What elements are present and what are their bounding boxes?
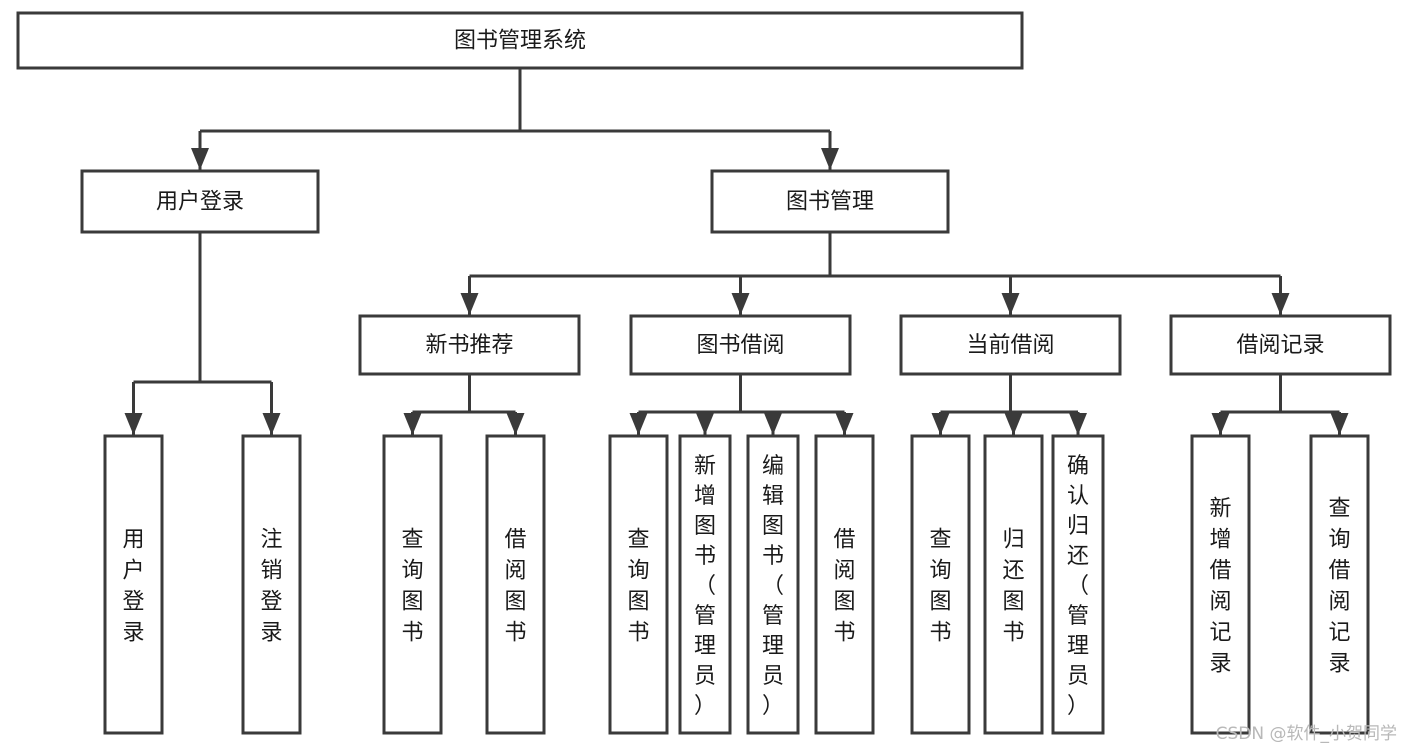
node-box [1309, 434, 1370, 735]
arrow-head-icon [1271, 293, 1290, 315]
arrow-head-icon [821, 148, 839, 170]
arrow-head-icon [629, 413, 648, 435]
node-box [608, 434, 669, 735]
node-leaf-6[interactable]: 编辑图书（管理员） [746, 434, 800, 735]
node-leaf-2[interactable]: 查询图书 [382, 434, 443, 735]
arrow-head-icon [124, 413, 143, 435]
arrow-head-icon [1004, 413, 1023, 435]
node-label: 查询图书 [627, 528, 649, 646]
arrow-head-icon [506, 413, 525, 435]
arrow-head-icon [731, 293, 750, 315]
watermark-text: CSDN @软件_小贺同学 [1215, 724, 1397, 744]
node-label: 当前借阅 [966, 333, 1054, 358]
node-leaf-11[interactable]: 新增借阅记录 [1190, 434, 1251, 735]
arrow-head-icon [696, 413, 714, 435]
arrow-head-icon [931, 413, 950, 435]
node-label: 图书管理系统 [454, 29, 586, 54]
node-box [103, 434, 164, 735]
arrow-head-icon [1211, 413, 1230, 435]
node-leaf-9[interactable]: 归还图书 [983, 434, 1044, 735]
node-box [814, 434, 875, 735]
arrow-head-icon [835, 413, 854, 435]
node-box [1190, 434, 1251, 735]
node-box [382, 434, 443, 735]
node-l2-0[interactable]: 用户登录 [80, 169, 320, 234]
node-box [485, 434, 546, 735]
node-label: 查询借阅记录 [1328, 497, 1350, 677]
node-box [80, 169, 320, 234]
arrow-head-icon [1001, 293, 1020, 315]
node-label: 查询图书 [929, 528, 951, 646]
node-box [358, 314, 581, 376]
node-label: 新增图书（管理员） [694, 454, 716, 719]
arrow-head-icon [1330, 413, 1349, 435]
node-label: 用户登录 [122, 528, 144, 646]
node-label: 借阅图书 [833, 528, 855, 646]
node-box [16, 11, 1024, 70]
node-l2-1[interactable]: 图书管理 [710, 169, 950, 234]
node-label: 图书管理 [786, 190, 874, 215]
node-label: 查询图书 [401, 528, 423, 646]
node-l3-1[interactable]: 图书借阅 [629, 314, 852, 376]
node-box [899, 314, 1122, 376]
node-layer: 图书管理系统用户登录图书管理新书推荐图书借阅当前借阅借阅记录用户登录注销登录查询… [16, 11, 1392, 735]
node-leaf-8[interactable]: 查询图书 [910, 434, 971, 735]
connector-layer [124, 68, 1349, 435]
node-leaf-5[interactable]: 新增图书（管理员） [678, 434, 732, 735]
node-label: 用户登录 [156, 190, 244, 215]
arrow-head-icon [764, 413, 782, 435]
node-l3-3[interactable]: 借阅记录 [1169, 314, 1392, 376]
arrow-head-icon [191, 148, 209, 170]
node-box [1169, 314, 1392, 376]
arrow-head-icon [403, 413, 422, 435]
node-leaf-1[interactable]: 注销登录 [241, 434, 302, 735]
node-label: 图书借阅 [696, 333, 784, 358]
node-leaf-4[interactable]: 查询图书 [608, 434, 669, 735]
node-label: 编辑图书（管理员） [762, 454, 784, 719]
node-label: 确认归还（管理员） [1067, 454, 1089, 719]
arrow-head-icon [1069, 413, 1087, 435]
node-leaf-0[interactable]: 用户登录 [103, 434, 164, 735]
node-label: 新书推荐 [425, 333, 513, 358]
node-root-0[interactable]: 图书管理系统 [16, 11, 1024, 70]
arrow-head-icon [262, 413, 281, 435]
node-box [983, 434, 1044, 735]
node-box [678, 434, 732, 735]
node-box [710, 169, 950, 234]
node-label: 借阅记录 [1236, 333, 1324, 358]
arrow-head-icon [460, 293, 479, 315]
node-box [629, 314, 852, 376]
node-label: 新增借阅记录 [1209, 497, 1231, 677]
node-box [746, 434, 800, 735]
node-label: 归还图书 [1002, 528, 1024, 646]
node-l3-0[interactable]: 新书推荐 [358, 314, 581, 376]
node-leaf-12[interactable]: 查询借阅记录 [1309, 434, 1370, 735]
node-label: 借阅图书 [504, 528, 526, 646]
node-box [910, 434, 971, 735]
node-label: 注销登录 [260, 528, 282, 646]
node-box [241, 434, 302, 735]
node-l3-2[interactable]: 当前借阅 [899, 314, 1122, 376]
node-box [1051, 434, 1105, 735]
node-leaf-7[interactable]: 借阅图书 [814, 434, 875, 735]
node-leaf-10[interactable]: 确认归还（管理员） [1051, 434, 1105, 735]
node-leaf-3[interactable]: 借阅图书 [485, 434, 546, 735]
